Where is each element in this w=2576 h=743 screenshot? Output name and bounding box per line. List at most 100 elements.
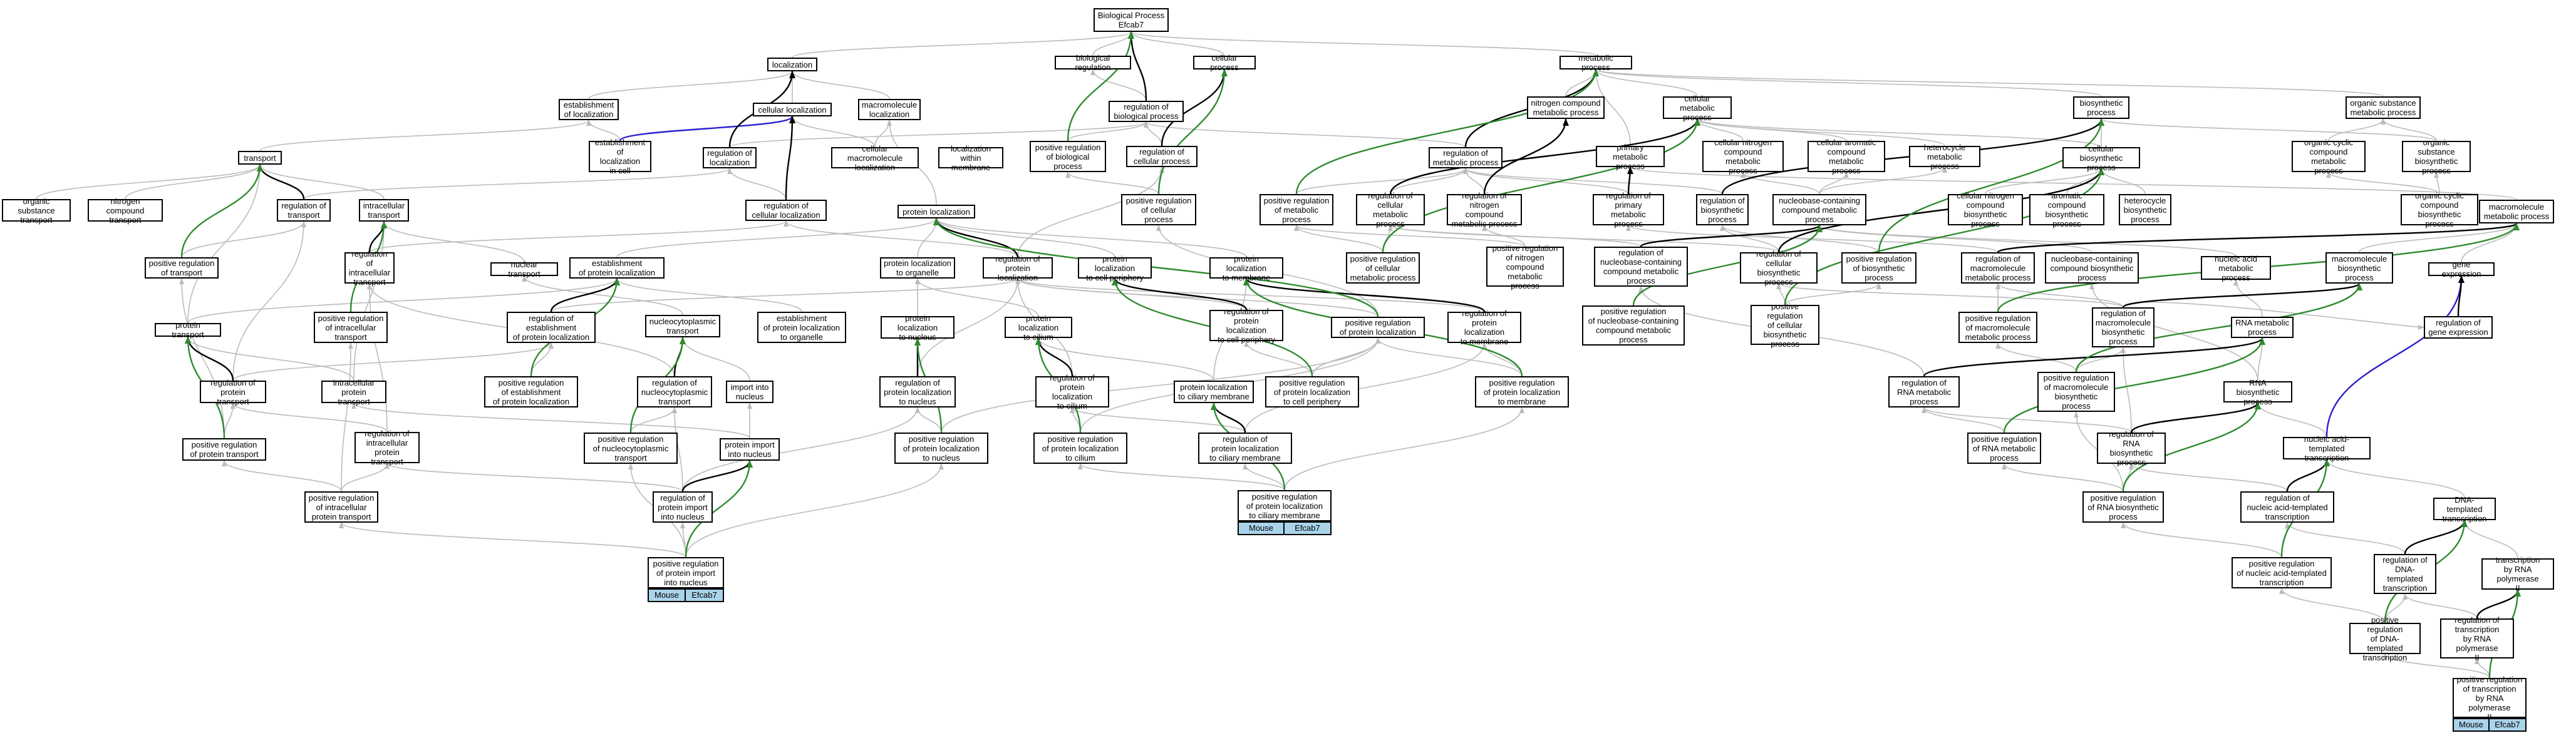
- term-node-macrometab[interactable]: macromolecule metabolic process: [2479, 200, 2554, 223]
- term-node-transport[interactable]: transport: [238, 151, 282, 165]
- term-node-posregmetab[interactable]: positive regulation of metabolic process: [1260, 194, 1333, 225]
- term-node-cellmetab[interactable]: cellular metabolic process: [1663, 94, 1732, 122]
- term-node-posregmacrometab[interactable]: positive regulation of macromolecule met…: [1958, 312, 2037, 343]
- term-node-posregcellmetab[interactable]: positive regulation of cellular metaboli…: [1346, 252, 1420, 284]
- term-node-posregintraprottransport[interactable]: positive regulation of intracellular pro…: [304, 491, 378, 523]
- term-node-posregprotloc_mem[interactable]: positive regulation of protein localizat…: [1475, 376, 1569, 407]
- term-node-nucytotransport[interactable]: nucleocytoplasmic transport: [645, 315, 720, 337]
- term-node-regtxpol2[interactable]: regulation of transcription by RNA polym…: [2440, 615, 2514, 662]
- term-node-regrnametab[interactable]: regulation of RNA metabolic process: [1888, 376, 1960, 407]
- term-node-regcellbiosynth[interactable]: regulation of cellular biosynthetic proc…: [1740, 249, 1818, 287]
- term-node-nucbasemetab[interactable]: nucleobase-containing compound metabolic…: [1772, 194, 1866, 225]
- term-node-regprotloc_ciliarymem[interactable]: regulation of protein localization to ci…: [1198, 433, 1292, 464]
- term-node-protloc[interactable]: protein localization: [897, 205, 975, 218]
- term-node-nucacidmetab[interactable]: nucleic acid metabolic process: [2201, 254, 2271, 282]
- term-node-regbiosynth[interactable]: regulation of biosynthetic process: [1696, 194, 1749, 225]
- term-node-posregbiosynth[interactable]: positive regulation of biosynthetic proc…: [1841, 252, 1916, 284]
- term-node-posregprottransport[interactable]: positive regulation of protein transport: [182, 438, 266, 461]
- term-node-regmacrobio[interactable]: regulation of macromolecule biosynthetic…: [2092, 307, 2154, 347]
- term-node-cellproc[interactable]: cellular process: [1193, 53, 1256, 72]
- term-node-protloc_nuc[interactable]: protein localization to nucleus: [881, 314, 954, 342]
- term-node-importnuc[interactable]: import into nucleus: [726, 381, 773, 403]
- term-node-estprotloc_org[interactable]: establishment of protein localization to…: [757, 312, 846, 343]
- term-node-reggeneexp[interactable]: regulation of gene expression: [2424, 316, 2493, 339]
- term-node-estloccell[interactable]: establishment of localization in cell: [589, 138, 651, 175]
- term-node-biosynth[interactable]: biosynthetic process: [2073, 96, 2129, 119]
- term-node-metab[interactable]: metabolic process: [1560, 53, 1632, 72]
- term-node-posregnucbase[interactable]: positive regulation of nucleobase-contai…: [1582, 305, 1685, 346]
- term-node-macrobio[interactable]: macromolecule biosynthetic process: [2325, 252, 2393, 284]
- term-node-regnucbase[interactable]: regulation of nucleobase-containing comp…: [1594, 247, 1688, 287]
- term-node-posregprotloc[interactable]: positive regulation of protein localizat…: [1331, 317, 1425, 338]
- term-node-nitrotransport[interactable]: nitrogen compound transport: [88, 197, 163, 225]
- term-node-hetmetab[interactable]: heterocycle metabolic process: [1909, 143, 1980, 171]
- term-node-protimportnuc[interactable]: protein import into nucleus: [720, 438, 780, 461]
- term-node-regbio[interactable]: regulation of biological process: [1109, 101, 1184, 122]
- term-node-posregcellbiosynth[interactable]: positive regulation of cellular biosynth…: [1751, 302, 1819, 349]
- term-node-posregbio[interactable]: positive regulation of biological proces…: [1030, 141, 1106, 172]
- term-node-regtransport[interactable]: regulation of transport: [277, 199, 331, 222]
- term-node-orgsubtransport[interactable]: organic substance transport: [2, 197, 71, 225]
- term-node-cellloc[interactable]: cellular localization: [753, 103, 832, 116]
- term-node-intraprottransport[interactable]: intracellular protein transport: [321, 378, 386, 406]
- term-node-nucbasebio[interactable]: nucleobase-containing compound biosynthe…: [2045, 252, 2139, 284]
- term-node-regprotimportnuc[interactable]: regulation of protein import into nucleu…: [653, 491, 713, 523]
- term-node-rnabio[interactable]: RNA biosynthetic process: [2223, 378, 2292, 406]
- term-node-posregestprotloc[interactable]: positive regulation of establishment of …: [484, 376, 578, 407]
- term-node-dnatx[interactable]: DNA-templated transcription: [2433, 495, 2496, 523]
- term-node-protloc_mem[interactable]: protein localization to membrane: [1209, 254, 1283, 282]
- term-node-regnitro[interactable]: regulation of nitrogen compound metaboli…: [1447, 191, 1522, 228]
- term-node-root[interactable]: Biological Process Efcab7: [1094, 8, 1169, 32]
- term-node-posregnucytotransport[interactable]: positive regulation of nucleocytoplasmic…: [584, 433, 678, 464]
- term-node-regmetab[interactable]: regulation of metabolic process: [1429, 147, 1503, 168]
- term-node-posregdnatx[interactable]: positive regulation of DNA-templated tra…: [2349, 615, 2421, 662]
- term-node-rnametab[interactable]: RNA metabolic process: [2231, 317, 2294, 338]
- term-node-regintratransport[interactable]: regulation of intracellular transport: [344, 249, 395, 287]
- term-node-bioreg[interactable]: biological regulation: [1055, 53, 1131, 72]
- term-node-cellbiosynth[interactable]: cellular biosynthetic process: [2062, 144, 2140, 172]
- term-node-macroloc[interactable]: macromolecule localization: [858, 99, 921, 120]
- term-node-posregprotloc_ciliarymem[interactable]: positive regulation of protein localizat…: [1238, 490, 1332, 521]
- term-node-txpol2[interactable]: transcription by RNA polymerase II: [2481, 555, 2554, 593]
- term-node-arombio[interactable]: aromatic compound biosynthetic process: [2029, 191, 2104, 228]
- term-node-regloc[interactable]: regulation of localization: [703, 147, 757, 168]
- term-node-posregintratransport[interactable]: positive regulation of intracellular tra…: [314, 312, 388, 343]
- term-node-regprotloc_nuc[interactable]: regulation of protein localization to nu…: [879, 376, 956, 407]
- term-node-protloc_ciliarymem[interactable]: protein localization to ciliary membrane: [1174, 381, 1254, 403]
- term-node-regprottransport[interactable]: regulation of protein transport: [200, 378, 266, 406]
- term-node-posregprotloc_cil[interactable]: positive regulation of protein localizat…: [1033, 433, 1127, 464]
- term-node-posregprotloc_nuc[interactable]: positive regulation of protein localizat…: [894, 433, 988, 464]
- term-node-regcellmetab[interactable]: regulation of cellular metabolic process: [1356, 191, 1425, 228]
- term-node-regprotloc_mem[interactable]: regulation of protein localization to me…: [1447, 309, 1521, 346]
- term-node-loc[interactable]: localization: [767, 58, 817, 71]
- term-node-regprotloc_cellper[interactable]: regulation of protein localization to ce…: [1209, 307, 1283, 344]
- term-node-primmetab[interactable]: primary metabolic process: [1596, 143, 1665, 171]
- term-node-posregprotloc_cellper[interactable]: positive regulation of protein localizat…: [1265, 376, 1359, 407]
- term-node-locwithinmem[interactable]: localization within membrane: [938, 144, 1003, 172]
- term-node-cellarom[interactable]: cellular aromatic compound metabolic pro…: [1808, 138, 1885, 175]
- term-node-posregrnabio[interactable]: positive regulation of RNA biosynthetic …: [2082, 491, 2164, 523]
- term-node-posregnucacidtx[interactable]: positive regulation of nucleic acid-temp…: [2232, 557, 2332, 588]
- term-node-nitrometab[interactable]: nitrogen compound metabolic process: [1527, 96, 1605, 119]
- term-node-posregrnametab[interactable]: positive regulation of RNA metabolic pro…: [1967, 433, 2041, 464]
- term-node-intratransport[interactable]: intracellular transport: [359, 199, 409, 222]
- term-node-regestprotloc[interactable]: regulation of establishment of protein l…: [507, 312, 596, 343]
- term-node-orgcyclic[interactable]: organic cyclic compound metabolic proces…: [2292, 138, 2366, 175]
- term-node-protloc_org[interactable]: protein localization to organelle: [880, 257, 955, 279]
- term-node-estloc[interactable]: establishment of localization: [559, 99, 619, 120]
- term-node-hetbio[interactable]: heterocycle biosynthetic process: [2119, 194, 2171, 225]
- term-node-regcellloc[interactable]: regulation of cellular localization: [745, 200, 827, 221]
- term-node-geneexp[interactable]: gene expression: [2428, 260, 2495, 279]
- term-node-orgsubbio[interactable]: organic substance biosynthetic process: [2402, 138, 2471, 175]
- term-node-regprimmetab[interactable]: regulation of primary metabolic process: [1593, 191, 1664, 228]
- term-node-nucleartransport[interactable]: nuclear transport: [490, 260, 558, 279]
- term-node-cellnitrobio[interactable]: cellular nitrogen compound biosynthetic …: [1948, 191, 2023, 228]
- term-node-regnucacidtx[interactable]: regulation of nucleic acid-templated tra…: [2240, 491, 2334, 523]
- term-node-prottransport[interactable]: protein transport: [155, 320, 221, 339]
- term-node-regrnabio[interactable]: regulation of RNA biosynthetic process: [2097, 429, 2166, 467]
- term-node-regintraprottransport[interactable]: regulation of intracellular protein tran…: [354, 429, 420, 466]
- term-node-regdnatx[interactable]: regulation of DNA-templated transcriptio…: [2374, 554, 2436, 594]
- term-node-regprotloc[interactable]: regulation of protein localization: [983, 254, 1053, 282]
- term-node-cellnitro[interactable]: cellular nitrogen compound metabolic pro…: [1702, 138, 1784, 175]
- term-node-posregnitro[interactable]: positive regulation of nitrogen compound…: [1486, 243, 1564, 290]
